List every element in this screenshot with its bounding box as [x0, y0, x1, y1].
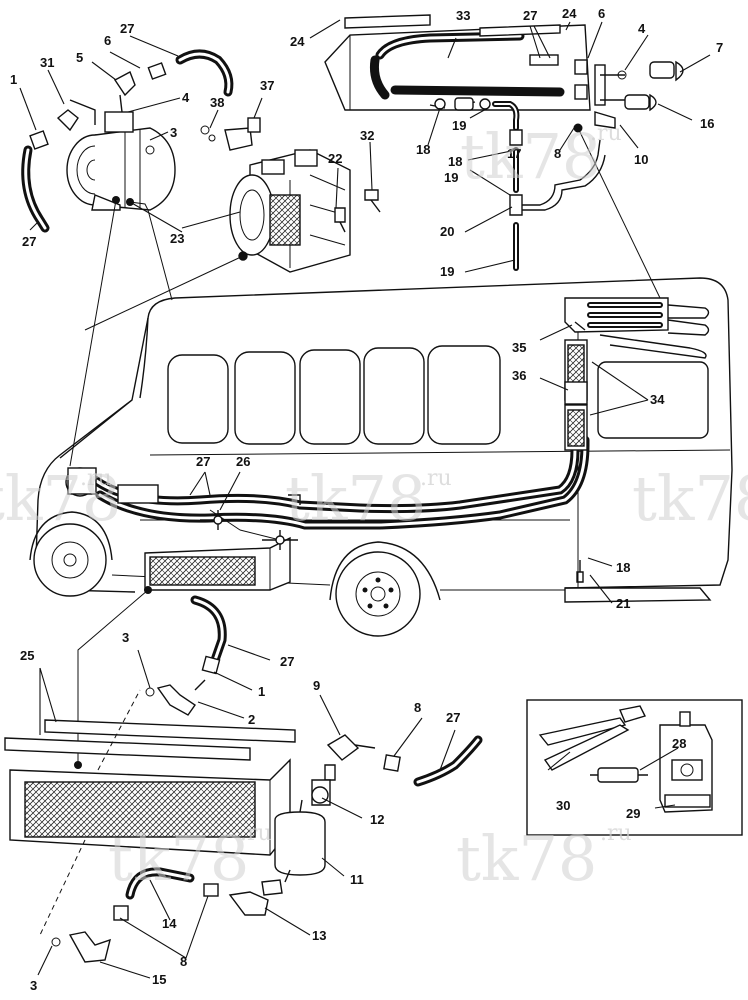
callout-28: 28 [672, 736, 686, 751]
watermark-bottom-left: tk78 [108, 822, 249, 895]
callout-17: 17 [507, 146, 521, 161]
receiver-drier-assembly [228, 734, 483, 916]
watermark-right: tk78 [632, 462, 748, 535]
callout-5: 5 [76, 50, 83, 65]
compressor-replacement [229, 149, 351, 273]
watermark-bottom-right-suffix: .ru [600, 821, 632, 846]
rear-wheel [335, 551, 421, 637]
callout-3-top-left: 3 [170, 125, 177, 140]
callout-29: 29 [626, 806, 640, 821]
callout-4-top-right: 4 [638, 21, 646, 36]
top-left-fittings [21, 49, 381, 233]
callout-11: 11 [350, 872, 364, 887]
special-tools-inset [526, 699, 743, 836]
callout-25: 25 [20, 648, 34, 663]
callout-26: 26 [236, 454, 250, 469]
watermark-top-suffix: .ru [590, 121, 622, 146]
callout-15: 15 [152, 972, 166, 987]
callout-numbers: 1 31 27 6 5 4 3 38 37 27 23 22 32 24 33 … [10, 6, 723, 993]
callout-35: 35 [512, 340, 526, 355]
callout-4-top-left: 4 [182, 90, 190, 105]
callout-9: 9 [313, 678, 320, 693]
callout-23: 23 [170, 231, 184, 246]
watermark-middle-suffix: .ru [420, 466, 452, 491]
callout-6-top-right: 6 [598, 6, 605, 21]
watermark-bottom-left-suffix: .ru [240, 821, 272, 846]
shuttle-bus-outline [29, 277, 733, 637]
callout-19-top: 19 [452, 118, 466, 133]
rear-evaporator-detail [324, 14, 684, 271]
callout-27-top: 27 [523, 8, 537, 23]
callout-8-right: 8 [414, 700, 421, 715]
callout-31: 31 [40, 55, 54, 70]
watermark-top: tk78 [460, 120, 601, 193]
callout-30: 30 [556, 798, 570, 813]
callout-8-bottom: 8 [180, 954, 187, 969]
detail-connector-lines [69, 124, 661, 769]
callout-27-bottom: 27 [280, 654, 294, 669]
callout-6-top-left: 6 [104, 33, 111, 48]
callout-1-bottom: 1 [258, 684, 265, 699]
callout-27-bus: 27 [196, 454, 210, 469]
callout-3-bottom: 3 [30, 978, 37, 993]
callout-8-top: 8 [554, 146, 561, 161]
callout-leaders [19, 19, 711, 979]
callout-14: 14 [162, 916, 177, 931]
callout-3-bottom-top: 3 [122, 630, 129, 645]
callout-2: 2 [248, 712, 255, 727]
callout-27-compressor-hose: 27 [120, 21, 134, 36]
callout-37: 37 [260, 78, 274, 93]
watermark-left: tk78 [0, 462, 121, 535]
compressor-assembly [66, 111, 176, 211]
bus-window-4 [363, 347, 425, 445]
callout-36: 36 [512, 368, 526, 383]
callout-18-mid: 18 [448, 154, 462, 169]
callout-19-mid: 19 [444, 170, 458, 185]
callout-34: 34 [650, 392, 665, 407]
bus-window-2 [234, 351, 296, 445]
callout-21: 21 [616, 596, 630, 611]
callout-10: 10 [634, 152, 648, 167]
callout-27-left: 27 [22, 234, 36, 249]
callout-20: 20 [440, 224, 454, 239]
callout-12: 12 [370, 812, 384, 827]
callout-33: 33 [456, 8, 470, 23]
front-wheel [33, 523, 107, 597]
callout-18-top: 18 [416, 142, 430, 157]
bus-rear-window [597, 361, 709, 439]
callout-16: 16 [700, 116, 714, 131]
watermark-bottom-right: tk78 [456, 822, 597, 895]
line-tees [200, 494, 301, 550]
callout-1: 1 [10, 72, 17, 87]
callout-27-right: 27 [446, 710, 460, 725]
callout-13: 13 [312, 928, 326, 943]
callout-24-left: 24 [290, 34, 305, 49]
callout-38: 38 [210, 95, 224, 110]
watermark: tk78 .ru tk78 .ru tk78 .ru tk78 tk78 .ru… [0, 120, 748, 895]
callout-22: 22 [328, 151, 342, 166]
rear-evaporator-unit [564, 297, 710, 451]
callout-24-right: 24 [562, 6, 577, 21]
callout-19-low: 19 [440, 264, 454, 279]
front-condenser-on-bus [144, 536, 291, 591]
bus-window-3 [299, 349, 361, 445]
callout-32: 32 [360, 128, 374, 143]
bus-window-1 [167, 354, 229, 444]
watermark-left-suffix: .ru [80, 466, 112, 491]
callout-7: 7 [716, 40, 723, 55]
callout-18-bus: 18 [616, 560, 630, 575]
watermark-middle: tk78 [285, 462, 426, 535]
bus-window-5 [427, 345, 501, 445]
condenser-fittings [51, 595, 227, 963]
compressor-on-bus [65, 467, 97, 497]
